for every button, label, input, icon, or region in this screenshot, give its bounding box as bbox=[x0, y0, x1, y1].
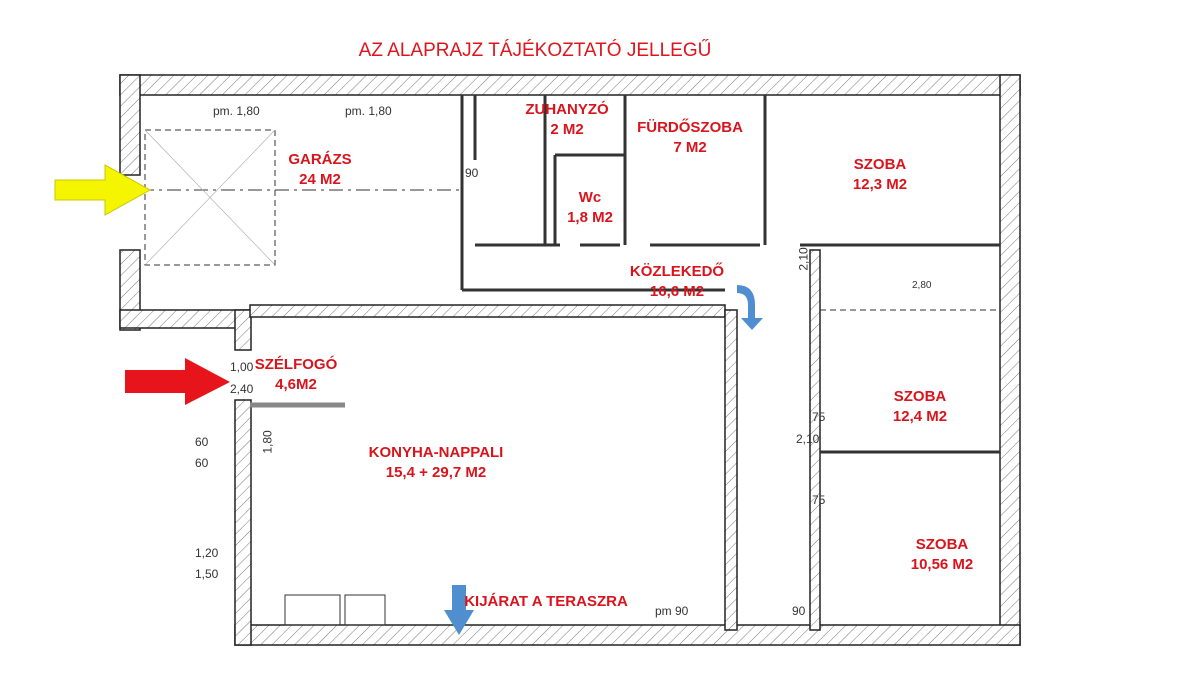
dim-280: 2,80 bbox=[912, 280, 932, 291]
arrows bbox=[54, 164, 763, 635]
dim-window-1: pm. 1,80 bbox=[213, 104, 260, 118]
wall-living-right bbox=[724, 309, 738, 631]
outer-wall-living-left bbox=[234, 399, 252, 646]
dim-120: 1,20 bbox=[195, 546, 219, 560]
terrace-exit-label: KIJÁRAT A TERASZRA bbox=[464, 593, 628, 610]
main-entry-arrow-icon bbox=[125, 358, 230, 405]
dim-180: 1,80 bbox=[260, 430, 275, 454]
garage-entry-arrow-icon bbox=[54, 164, 152, 216]
dim-window-2: pm. 1,80 bbox=[345, 104, 392, 118]
walls bbox=[119, 74, 1021, 646]
outer-wall-top bbox=[119, 74, 1021, 96]
outer-wall-garage-left-top bbox=[119, 74, 141, 176]
wall-szelfogo-side bbox=[234, 309, 252, 351]
terrace-exit-arrow-icon bbox=[444, 585, 474, 635]
dim-pm90-a: pm 90 bbox=[655, 604, 689, 618]
dim-100: 1,00 bbox=[230, 360, 254, 374]
dim-60-b: 60 bbox=[195, 456, 209, 470]
dim-door-90: 90 bbox=[465, 166, 479, 180]
dim-210-a: 2,10 bbox=[796, 247, 811, 271]
wall-rooms-left bbox=[809, 249, 821, 631]
wall-szelfogo-top bbox=[119, 309, 251, 329]
dim-210-b: 2,10 bbox=[796, 432, 820, 446]
plan-disclaimer-title: AZ ALAPRAJZ TÁJÉKOZTATÓ JELLEGŰ bbox=[358, 40, 712, 61]
dim-pm90-b: 90 bbox=[792, 604, 806, 618]
dim-150: 1,50 bbox=[195, 567, 219, 581]
corridor-arrow-icon bbox=[737, 285, 763, 330]
dim-75-a: 75 bbox=[812, 410, 826, 424]
outer-wall-bottom bbox=[234, 624, 1021, 646]
interior-lines bbox=[140, 95, 1000, 626]
outer-wall-right bbox=[999, 74, 1021, 646]
wall-garage-bottom bbox=[249, 304, 726, 318]
dim-240: 2,40 bbox=[230, 382, 254, 396]
dim-75-b: 75 bbox=[812, 493, 826, 507]
dim-60-a: 60 bbox=[195, 435, 209, 449]
